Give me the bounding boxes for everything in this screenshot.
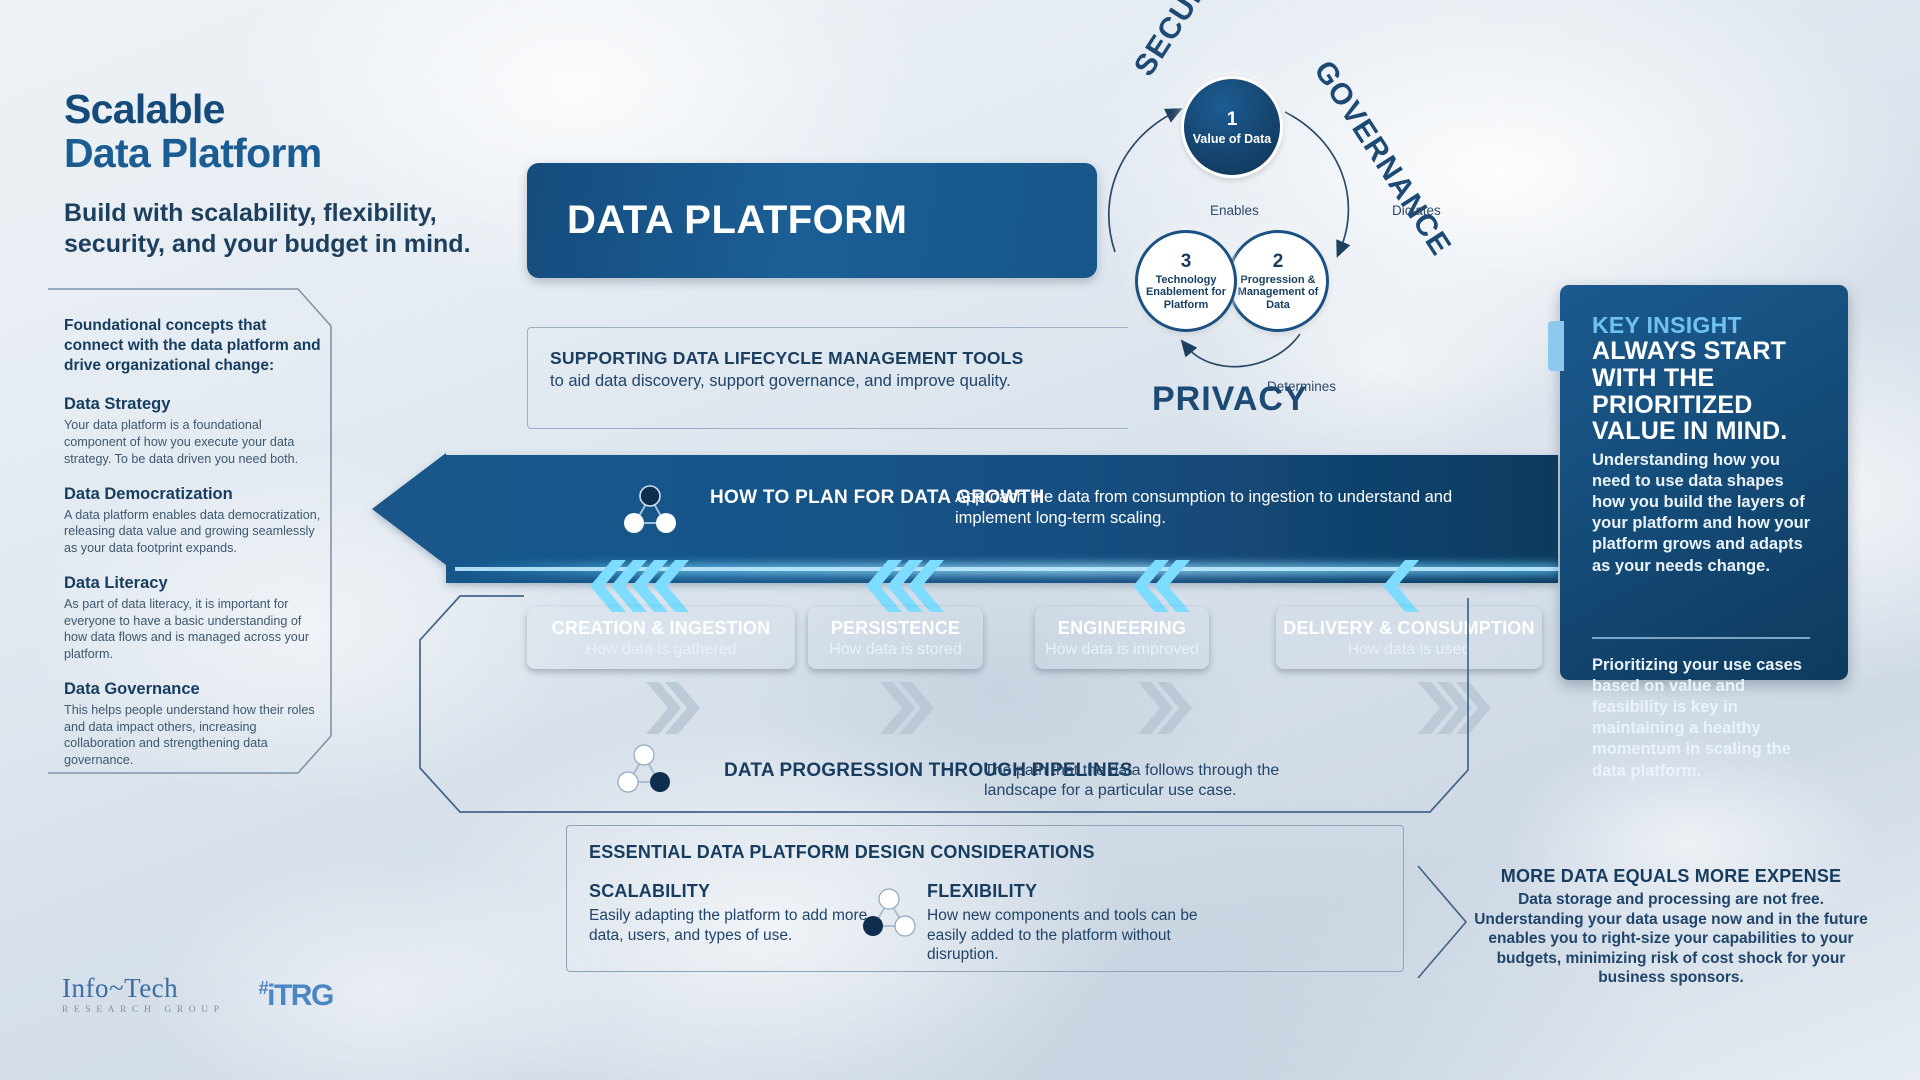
- info-tech-tagline: RESEARCH GROUP: [62, 1005, 225, 1015]
- key-insight-headline: ALWAYS START WITH THE PRIORITIZED VALUE …: [1592, 337, 1788, 446]
- concept-body: As part of data literacy, it is importan…: [64, 596, 310, 662]
- stage-creation-ingestion[interactable]: CREATION & INGESTION How data is gathere…: [527, 607, 795, 669]
- itrg-wordmark: iTRG: [267, 978, 334, 1012]
- stage-delivery-consumption[interactable]: DELIVERY & CONSUMPTION How data is used: [1276, 607, 1542, 669]
- stage-engineering[interactable]: ENGINEERING How data is improved: [1035, 607, 1209, 669]
- essential-column-body: How new components and tools can be easi…: [927, 907, 1198, 964]
- foundational-concepts-panel: Foundational concepts that connect with …: [48, 286, 333, 776]
- node-number: 3: [1180, 251, 1192, 273]
- logo-row: Info~Tech RESEARCH GROUP #iTRG: [62, 975, 335, 1016]
- node-label: Technology Enablement for Platform: [1145, 274, 1227, 311]
- stage-name: CREATION & INGESTION: [551, 617, 771, 638]
- essential-column-body: Easily adapting the platform to add more…: [589, 907, 868, 944]
- supporting-tools-subheading: to aid data discovery, support governanc…: [550, 372, 1011, 390]
- cycle-node-2: 2 Progression & Management of Data: [1227, 230, 1329, 332]
- three-nodes-icon-top-dark: [624, 485, 676, 533]
- supporting-tools-box: SUPPORTING DATA LIFECYCLE MANAGEMENT TOO…: [527, 327, 1128, 429]
- page-subtitle: Build with scalability, flexibility, sec…: [64, 198, 471, 258]
- supporting-tools-heading: SUPPORTING DATA LIFECYCLE MANAGEMENT TOO…: [550, 348, 1024, 368]
- title-line-2: Data Platform: [64, 129, 322, 176]
- cycle-arrow-label-enables: Enables: [1210, 203, 1259, 218]
- data-progression-group: DATA PROGRESSION THROUGH PIPELINES The p…: [614, 756, 1314, 816]
- node-label: Progression & Management of Data: [1237, 274, 1319, 311]
- progression-title: DATA PROGRESSION THROUGH PIPELINES: [724, 760, 1133, 781]
- concept-body: Your data platform is a foundational com…: [64, 418, 299, 466]
- concept-body: A data platform enables data democratiza…: [64, 507, 321, 556]
- concept-data-strategy: Data Strategy Your data platform is a fo…: [64, 395, 326, 467]
- essential-column-heading: SCALABILITY: [589, 881, 711, 901]
- essential-heading: ESSENTIAL DATA PLATFORM DESIGN CONSIDERA…: [589, 842, 1095, 862]
- stage-name: DELIVERY & CONSUMPTION: [1283, 617, 1535, 638]
- stage-description: How data is stored: [829, 640, 962, 658]
- band-description: Approach the data from consumption to in…: [955, 488, 1453, 527]
- stage-name: ENGINEERING: [1057, 617, 1187, 638]
- hash-symbol: #: [258, 977, 269, 998]
- key-insight-tab: [1548, 321, 1564, 371]
- concept-heading: Data Democratization: [64, 484, 233, 503]
- info-tech-logo: Info~Tech RESEARCH GROUP: [62, 975, 225, 1016]
- concepts-lead: Foundational concepts that connect with …: [64, 317, 321, 374]
- title-line-1: Scalable: [64, 86, 225, 132]
- concept-data-literacy: Data Literacy As part of data literacy, …: [64, 574, 326, 663]
- node-number: 2: [1272, 251, 1284, 273]
- left-bracket-outline: [48, 288, 332, 774]
- cycle-label-privacy: PRIVACY: [1152, 380, 1308, 418]
- key-insight-divider: [1592, 637, 1810, 639]
- cycle-arrow-label-determines: Determines: [1267, 379, 1337, 394]
- three-nodes-icon-bottom-dark: [617, 744, 670, 793]
- key-insight-paragraph-2: Prioritizing your use cases based on val…: [1592, 656, 1802, 780]
- essential-considerations-box: ESSENTIAL DATA PLATFORM DESIGN CONSIDERA…: [566, 825, 1404, 972]
- essential-column-flexibility: FLEXIBILITY How new components and tools…: [927, 881, 1237, 965]
- stage-description: How data is improved: [1045, 640, 1199, 658]
- cycle-arrow-label-dictates: Dictates: [1392, 203, 1441, 218]
- cycle-node-3: 3 Technology Enablement for Platform: [1135, 230, 1237, 332]
- essential-column-scalability: SCALABILITY Easily adapting the platform…: [589, 881, 889, 945]
- more-data-body: Data storage and processing are not free…: [1474, 891, 1868, 987]
- stage-name: PERSISTENCE: [830, 617, 961, 638]
- cycle-node-1: 1 Value of Data: [1181, 76, 1283, 178]
- more-data-heading: MORE DATA EQUALS MORE EXPENSE: [1500, 866, 1842, 886]
- key-insight-label: KEY INSIGHT: [1592, 312, 1742, 338]
- page-title: Scalable Data Platform Build with scalab…: [64, 86, 484, 260]
- node-number: 1: [1226, 108, 1238, 130]
- concept-heading: Data Strategy: [64, 395, 171, 414]
- more-data-expense-block: MORE DATA EQUALS MORE EXPENSE Data stora…: [1466, 866, 1876, 988]
- data-platform-banner-label: DATA PLATFORM: [567, 198, 908, 242]
- node-label: Value of Data: [1192, 131, 1272, 146]
- stage-description: How data is gathered: [585, 640, 737, 658]
- data-platform-banner: DATA PLATFORM: [527, 163, 1097, 278]
- key-insight-panel: KEY INSIGHT ALWAYS START WITH THE PRIORI…: [1548, 285, 1848, 780]
- concept-data-democratization: Data Democratization A data platform ena…: [64, 485, 326, 557]
- concept-heading: Data Governance: [64, 679, 200, 698]
- three-nodes-icon-bottom-left-dark: [863, 888, 916, 937]
- stage-persistence[interactable]: PERSISTENCE How data is stored: [808, 607, 983, 669]
- concept-heading: Data Literacy: [64, 573, 168, 592]
- concept-data-governance: Data Governance This helps people unders…: [64, 680, 326, 769]
- itrg-logo: #iTRG: [258, 977, 335, 1013]
- concept-body: This helps people understand how their r…: [64, 702, 315, 768]
- key-insight-paragraph-1: Understanding how you need to use data s…: [1592, 451, 1811, 575]
- progression-description: The path that the data follows through t…: [984, 762, 1280, 800]
- stage-description: How data is used: [1347, 640, 1471, 658]
- band-title: HOW TO PLAN FOR DATA GROWTH: [710, 487, 1045, 508]
- essential-column-heading: FLEXIBILITY: [927, 881, 1038, 901]
- info-tech-wordmark: Info~Tech: [62, 973, 179, 1003]
